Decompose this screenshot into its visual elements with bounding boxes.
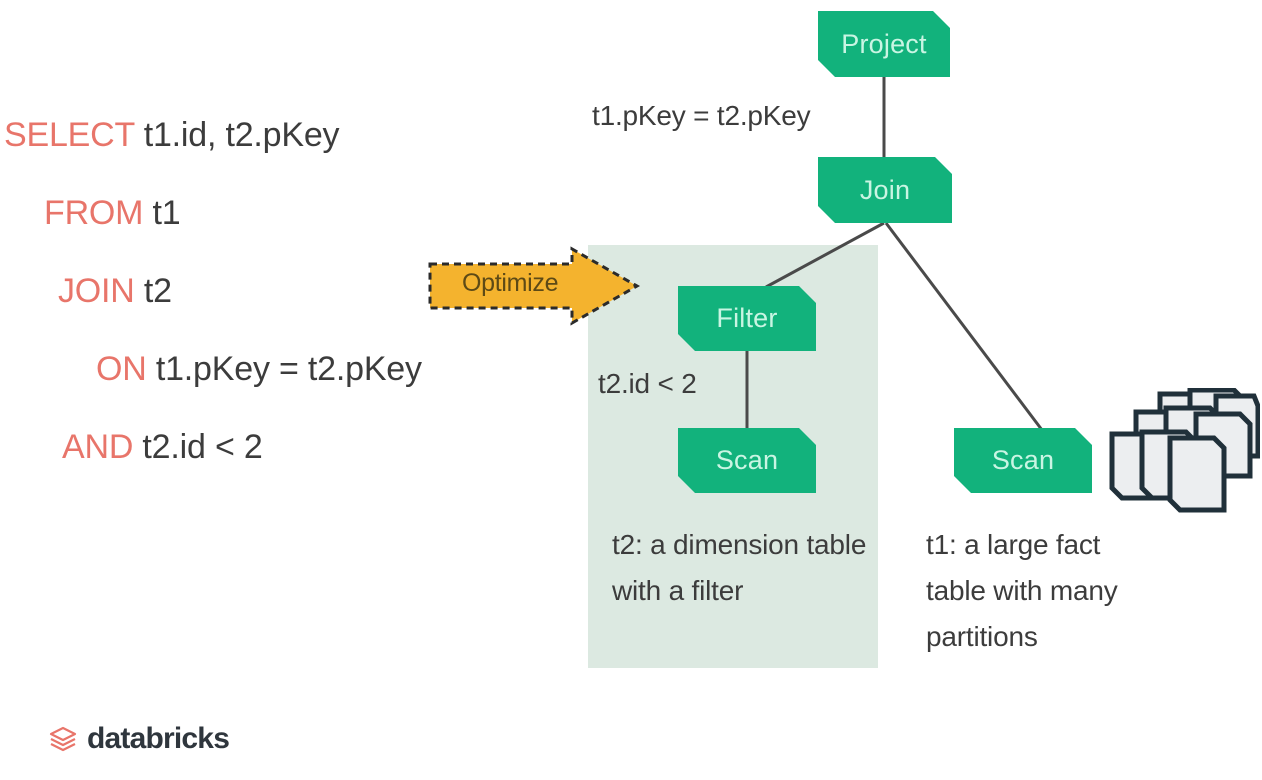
caption-t2: t2: a dimension table with a filter bbox=[612, 529, 867, 606]
plan-node-scan-t2[interactable]: Scan bbox=[678, 428, 816, 493]
sql-expression: t2 bbox=[134, 272, 172, 310]
plan-node-project[interactable]: Project bbox=[818, 11, 950, 77]
plan-node-label: Join bbox=[859, 174, 911, 205]
sql-line: ON t1.pKey = t2.pKey bbox=[0, 330, 440, 408]
filter-condition-label: t2.id < 2 bbox=[598, 368, 697, 399]
sql-line: SELECT t1.id, t2.pKey bbox=[0, 96, 440, 174]
partition-stack-icon bbox=[1108, 387, 1261, 518]
caption-t1: t1: a large fact table with many partiti… bbox=[926, 529, 1118, 652]
plan-node-label: Scan bbox=[991, 445, 1055, 475]
plan-node-join[interactable]: Join bbox=[818, 157, 952, 223]
sql-expression: t1.pKey = t2.pKey bbox=[146, 350, 422, 388]
edge-join-scan-t1 bbox=[884, 222, 1044, 431]
databricks-logo: databricks bbox=[48, 722, 230, 756]
optimize-arrow-label: Optimize bbox=[462, 269, 559, 297]
sql-keyword: JOIN bbox=[58, 272, 135, 310]
sql-expression: t1.id, t2.pKey bbox=[134, 116, 340, 154]
plan-node-filter[interactable]: Filter bbox=[678, 286, 816, 351]
sql-expression: t2.id < 2 bbox=[133, 428, 263, 466]
sql-line: JOIN t2 bbox=[0, 252, 440, 330]
sql-keyword: AND bbox=[62, 428, 134, 466]
sql-line: FROM t1 bbox=[0, 174, 440, 252]
sql-keyword: ON bbox=[96, 350, 147, 388]
sql-line: AND t2.id < 2 bbox=[0, 408, 440, 486]
sql-keyword: FROM bbox=[44, 194, 144, 232]
plan-node-scan-t1[interactable]: Scan bbox=[954, 428, 1092, 493]
sql-keyword: SELECT bbox=[4, 116, 135, 154]
databricks-mark-icon bbox=[49, 726, 77, 752]
optimize-arrow-icon bbox=[428, 246, 641, 326]
plan-node-label: Filter bbox=[716, 303, 778, 333]
plan-node-label: Project bbox=[841, 28, 927, 59]
join-condition-label: t1.pKey = t2.pKey bbox=[592, 100, 811, 131]
optimize-arrow: Optimize bbox=[426, 245, 641, 327]
sql-query: SELECT t1.id, t2.pKey FROM t1 JOIN t2 ON… bbox=[0, 96, 440, 486]
sql-expression: t1 bbox=[143, 194, 181, 232]
plan-node-label: Scan bbox=[715, 445, 779, 475]
databricks-wordmark: databricks bbox=[87, 722, 230, 755]
